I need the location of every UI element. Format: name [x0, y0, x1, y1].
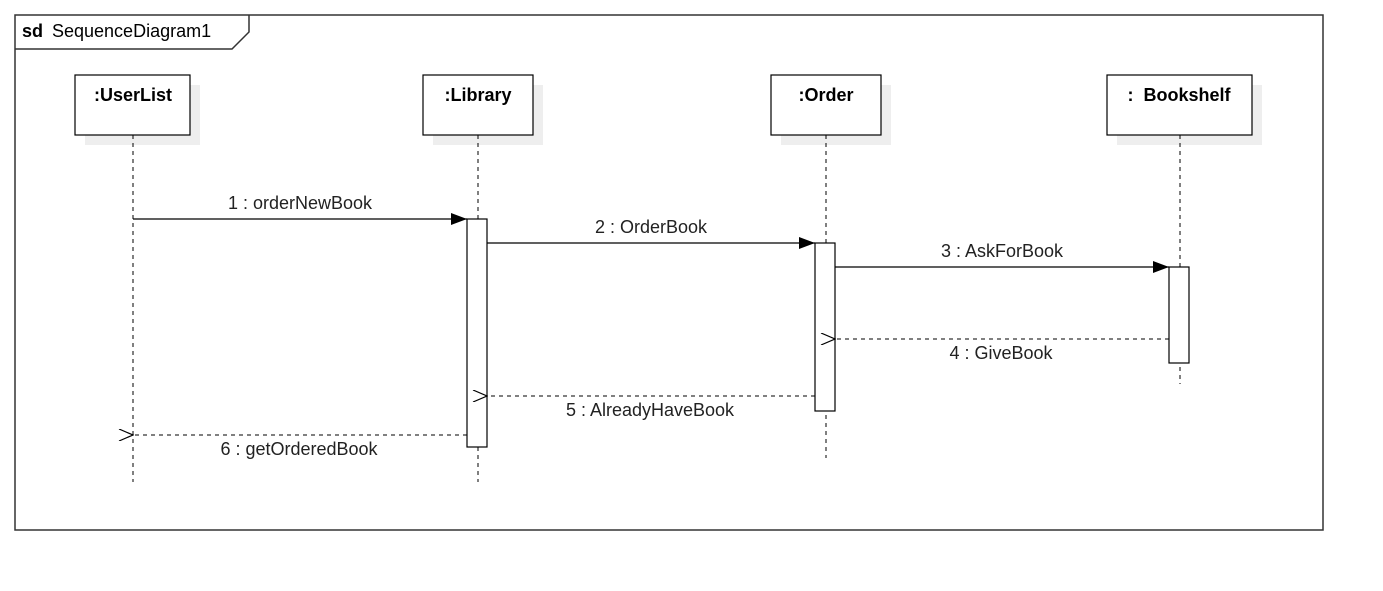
diagram-frame: sd SequenceDiagram1: [14, 14, 1324, 531]
lifeline-library[interactable]: :Library: [422, 74, 543, 482]
lifeline-userlist[interactable]: :UserList: [74, 74, 200, 482]
message-label: 4 : GiveBook: [949, 343, 1053, 363]
lifeline-name: :Order: [798, 85, 853, 105]
lifeline-name: : Bookshelf: [1127, 85, 1231, 105]
message-label: 3 : AskForBook: [941, 241, 1064, 261]
frame-keyword: sd: [22, 21, 43, 41]
frame-title: SequenceDiagram1: [52, 21, 211, 41]
message-label: 5 : AlreadyHaveBook: [566, 400, 735, 420]
message-1-ordernewbook[interactable]: 1 : orderNewBook: [133, 193, 467, 225]
lifeline-bookshelf[interactable]: : Bookshelf: [1106, 74, 1262, 384]
message-5-alreadyhavebook[interactable]: 5 : AlreadyHaveBook: [487, 396, 815, 420]
message-2-orderbook[interactable]: 2 : OrderBook: [487, 217, 815, 249]
message-3-askforbook[interactable]: 3 : AskForBook: [835, 241, 1169, 273]
message-4-givebook[interactable]: 4 : GiveBook: [835, 339, 1169, 363]
message-label: 2 : OrderBook: [595, 217, 708, 237]
lifeline-name: :Library: [444, 85, 511, 105]
activation-bar: [1168, 266, 1190, 364]
activation-bar: [814, 242, 836, 412]
lifeline-name: :UserList: [94, 85, 172, 105]
message-6-getorderedbook[interactable]: 6 : getOrderedBook: [133, 435, 467, 459]
message-label: 1 : orderNewBook: [228, 193, 373, 213]
activation-bar: [466, 218, 488, 448]
message-label: 6 : getOrderedBook: [220, 439, 378, 459]
lifeline-order[interactable]: :Order: [770, 74, 891, 458]
